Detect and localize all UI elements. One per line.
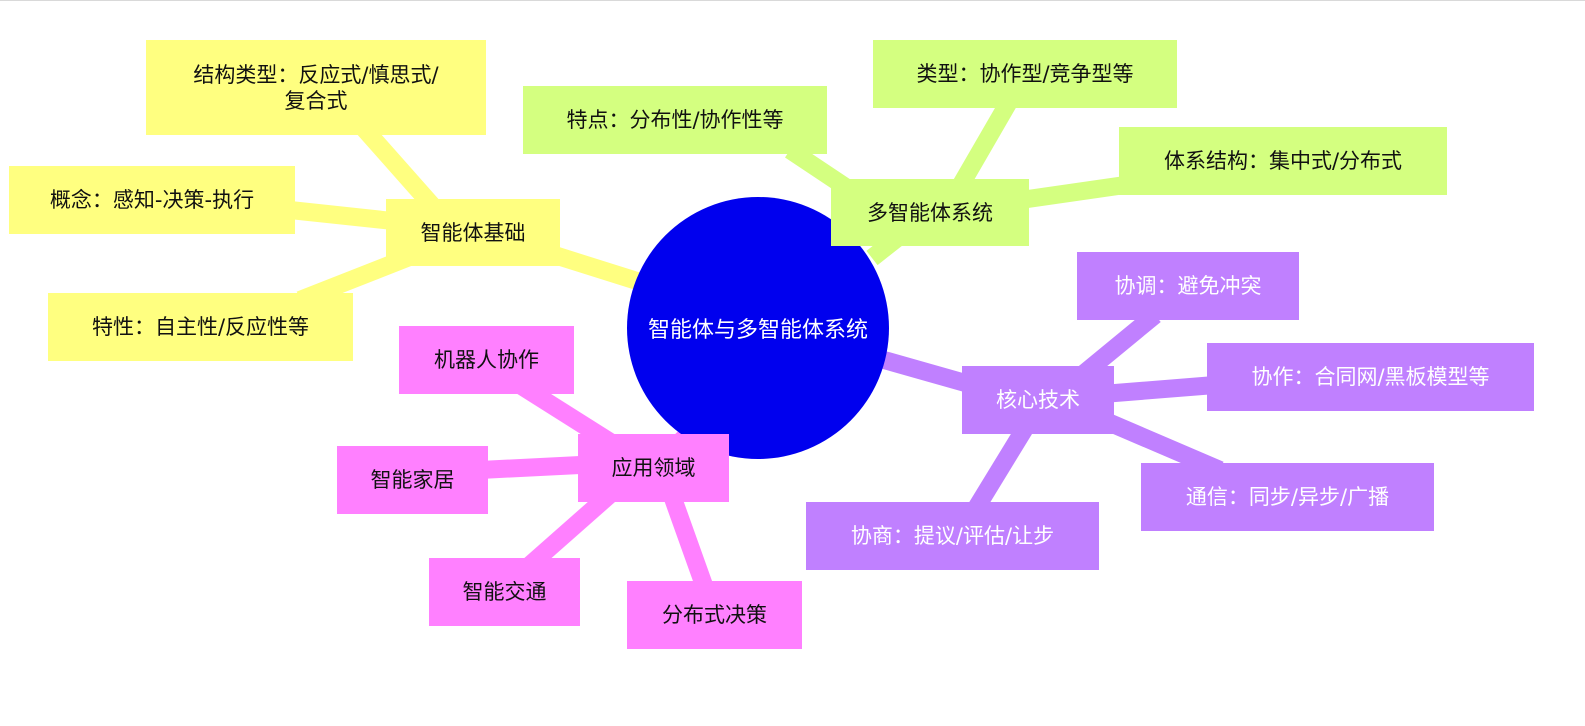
leaf-node-communication[interactable]: 通信：同步/异步/广播 (1141, 463, 1434, 531)
leaf-node-concept[interactable]: 概念：感知-决策-执行 (9, 166, 295, 234)
link-tech-nego (967, 415, 1038, 515)
branch-label-core-tech: 核心技术 (996, 388, 1080, 412)
leaf-label-concept: 概念：感知-决策-执行 (49, 188, 255, 212)
leaf-label-negotiation: 协商：提议/评估/让步 (850, 524, 1055, 548)
branch-label-applications: 应用领域 (611, 456, 696, 480)
leaf-node-structure-types[interactable]: 结构类型：反应式/慎思式/ 复合式 (146, 40, 486, 135)
center-node-label: 智能体与多智能体系统 (647, 318, 868, 343)
branch-node-applications[interactable]: 应用领域 (578, 434, 729, 502)
link-center-basics (542, 243, 643, 291)
leaf-label-robot-collaboration: 机器人协作 (434, 348, 539, 372)
leaf-label-features: 特点：分布性/协作性等 (566, 108, 784, 132)
branch-node-agent-basics[interactable]: 智能体基础 (386, 199, 560, 266)
leaf-node-coordination[interactable]: 协调：避免冲突 (1077, 252, 1299, 320)
leaf-label-traits: 特性：自主性/反应性等 (91, 315, 310, 339)
leaf-label-collaboration: 协作：合同网/黑板模型等 (1251, 365, 1490, 389)
leaf-node-traits[interactable]: 特性：自主性/反应性等 (48, 293, 353, 361)
top-border-line (0, 0, 1585, 1)
leaf-node-negotiation[interactable]: 协商：提议/评估/让步 (806, 502, 1099, 570)
link-apps-decision (661, 486, 714, 592)
branch-label-multi-agent-system: 多智能体系统 (867, 200, 993, 225)
branch-node-multi-agent-system[interactable]: 多智能体系统 (831, 179, 1029, 246)
branch-node-core-tech[interactable]: 核心技术 (962, 366, 1114, 434)
leaf-node-distributed-decision[interactable]: 分布式决策 (627, 581, 802, 649)
leaf-label-coordination: 协调：避免冲突 (1114, 274, 1262, 298)
leaf-label-architecture: 体系结构：集中式/分布式 (1163, 149, 1403, 173)
leaf-node-smart-home[interactable]: 智能家居 (337, 446, 488, 514)
leaf-node-collaboration[interactable]: 协作：合同网/黑板模型等 (1207, 343, 1534, 411)
leaf-label-smart-traffic: 智能交通 (462, 580, 547, 604)
leaf-node-architecture[interactable]: 体系结构：集中式/分布式 (1119, 127, 1447, 195)
leaf-node-robot-collaboration[interactable]: 机器人协作 (399, 326, 574, 394)
link-apps-traffic (524, 483, 621, 572)
leaf-label-distributed-decision: 分布式决策 (662, 603, 767, 627)
leaf-label-smart-home: 智能家居 (370, 468, 455, 492)
leaf-label-communication: 通信：同步/异步/广播 (1185, 485, 1390, 509)
leaf-node-mas-types[interactable]: 类型：协作型/竞争型等 (873, 40, 1177, 108)
leaf-label-mas-types: 类型：协作型/竞争型等 (916, 62, 1134, 86)
leaf-node-smart-traffic[interactable]: 智能交通 (429, 558, 580, 626)
leaf-node-features[interactable]: 特点：分布性/协作性等 (523, 86, 827, 154)
leaf-label-structure-types: 结构类型：反应式/慎思式/ 复合式 (193, 62, 439, 113)
branch-label-agent-basics: 智能体基础 (420, 220, 526, 245)
